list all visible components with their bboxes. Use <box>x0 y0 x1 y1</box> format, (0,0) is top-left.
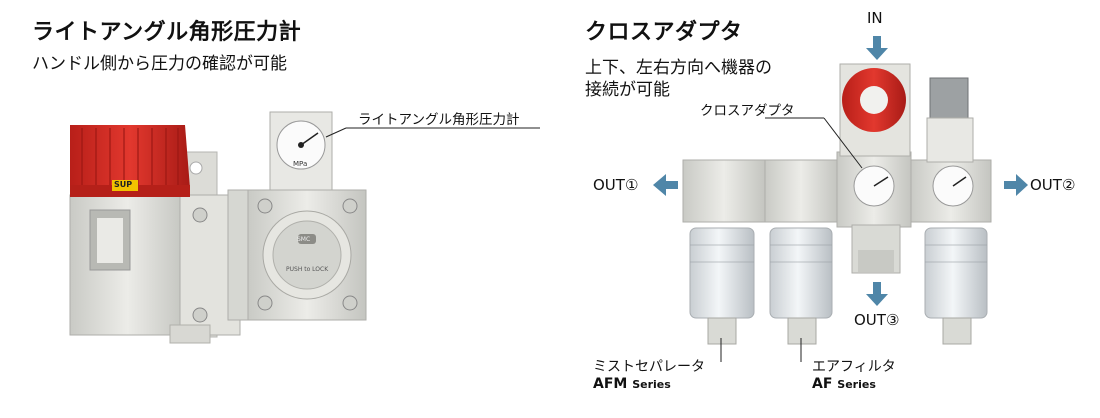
right-subtitle-line1: 上下、左右方向へ機器の <box>585 58 772 78</box>
series1-name-jp: ミストセパレータ <box>593 359 705 375</box>
left-title: ライトアングル角形圧力計 <box>32 20 302 45</box>
bowl-af-2 <box>924 227 988 319</box>
series2-name-jp: エアフィルタ <box>812 359 896 375</box>
port-out1-label: OUT① <box>593 176 639 194</box>
right-title: クロスアダプタ <box>585 20 743 45</box>
bowl-afm <box>689 227 755 319</box>
gauge-unit-mark: MPa <box>293 160 308 168</box>
port-out3-label: OUT③ <box>854 311 900 329</box>
series2-name-en: AF Series <box>812 376 876 392</box>
series1-code: AFM <box>593 376 628 392</box>
brand-mark: SMC <box>297 236 311 243</box>
bowl-af-1 <box>769 227 833 319</box>
leader-lines <box>720 117 863 362</box>
regulator-unit <box>69 111 367 344</box>
port-in-label: IN <box>867 9 883 27</box>
series2-suffix: Series <box>837 378 876 391</box>
series2-code: AF <box>812 376 833 392</box>
cross-adapter-callout: クロスアダプタ <box>700 103 795 119</box>
series1-name-en: AFM Series <box>593 376 671 392</box>
gauge-callout: ライトアングル角形圧力計 <box>358 112 520 128</box>
right-subtitle-line2: 接続が可能 <box>585 80 670 100</box>
series1-suffix: Series <box>632 378 671 391</box>
sup-mark: SUP <box>114 180 133 189</box>
red-handle <box>70 125 190 188</box>
flow-arrows <box>653 36 1028 306</box>
filter-unit <box>682 63 992 345</box>
left-subtitle: ハンドル側から圧力の確認が可能 <box>32 54 287 74</box>
port-out2-label: OUT② <box>1030 176 1076 194</box>
knob-text-mark: PUSH to LOCK <box>286 266 329 273</box>
